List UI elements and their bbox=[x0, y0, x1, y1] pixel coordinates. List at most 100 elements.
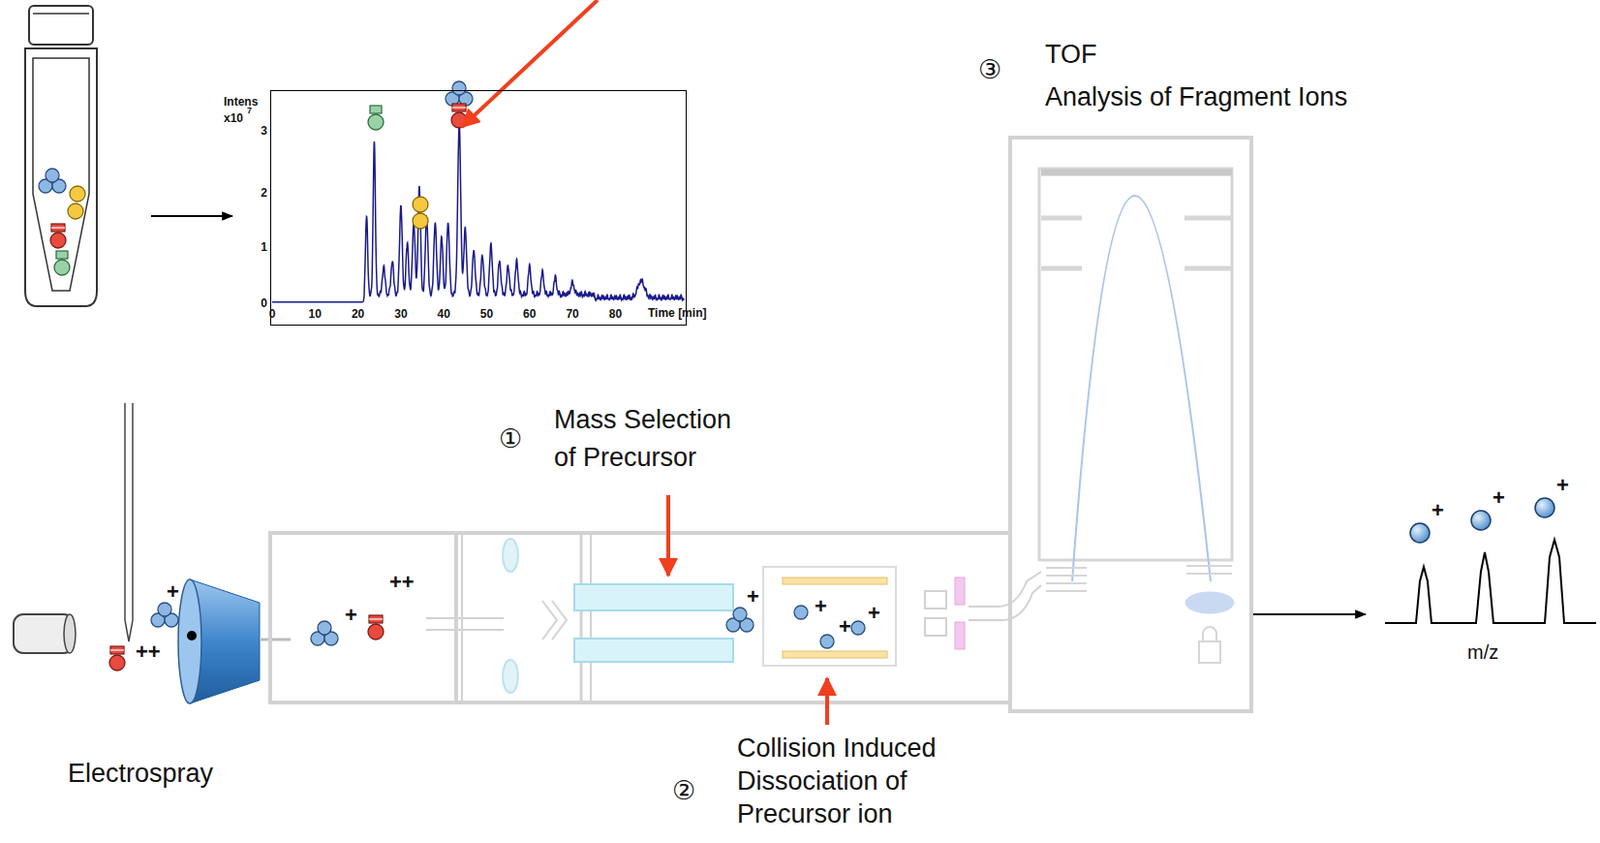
axis-title: Time [min] bbox=[647, 306, 707, 320]
instrument-housing bbox=[782, 650, 888, 658]
chromatogram bbox=[412, 213, 429, 229]
instrument-illustration bbox=[368, 615, 384, 640]
mass-spectrum bbox=[1384, 539, 1597, 623]
tof-interior bbox=[1199, 641, 1221, 663]
callout-arrow bbox=[825, 677, 830, 725]
tick-label: 2 bbox=[253, 185, 268, 200]
part-label: Electrospray bbox=[67, 757, 214, 789]
sample-vial bbox=[32, 58, 90, 291]
section-heading: TOF bbox=[1045, 38, 1098, 70]
chromatogram bbox=[412, 196, 429, 213]
fragment-ion bbox=[794, 605, 808, 619]
callout-number: ③ bbox=[978, 54, 1002, 86]
tick-label: 0 bbox=[257, 307, 287, 321]
axis-scale: x10 bbox=[223, 111, 244, 125]
mass-spectrum bbox=[1410, 523, 1430, 543]
charge-sign: + bbox=[1431, 497, 1445, 524]
callout-number: ② bbox=[672, 774, 696, 806]
charge-sign: + bbox=[1492, 485, 1506, 511]
tof-interior bbox=[1046, 582, 1087, 585]
flow-arrow bbox=[1253, 613, 1366, 616]
instrument-housing bbox=[954, 577, 965, 605]
tof-interior bbox=[1202, 626, 1217, 642]
instrument-housing bbox=[574, 638, 734, 662]
tick-label: 60 bbox=[515, 307, 545, 321]
mass-spectrum: m/z bbox=[1365, 551, 1595, 677]
callout-arrow bbox=[666, 494, 671, 576]
instrument-housing bbox=[574, 584, 734, 611]
sample-vial bbox=[32, 12, 90, 15]
charge-sign: + bbox=[166, 579, 180, 605]
electrospray-source bbox=[178, 579, 202, 704]
tof-interior bbox=[1041, 169, 1232, 177]
mass-spectrum bbox=[1471, 510, 1491, 530]
tick-label: 70 bbox=[557, 307, 587, 321]
tof-interior bbox=[1041, 266, 1082, 272]
tick-label: 10 bbox=[300, 307, 330, 321]
tick-label: 0 bbox=[253, 296, 268, 310]
callout-number: ① bbox=[498, 423, 523, 455]
chromatogram bbox=[368, 105, 384, 130]
tof-interior bbox=[1039, 168, 1232, 560]
instrument-housing bbox=[763, 566, 896, 666]
tof-interior bbox=[1184, 215, 1232, 221]
flow-arrow bbox=[151, 215, 233, 217]
charge-sign: + bbox=[838, 614, 852, 640]
tof-interior bbox=[1184, 266, 1232, 272]
callout-arrow bbox=[461, 0, 598, 127]
charge-sign: + bbox=[1556, 472, 1570, 498]
sample-vial bbox=[50, 223, 66, 248]
electrospray-source bbox=[13, 402, 291, 704]
charge-sign: + bbox=[814, 593, 828, 619]
fragment-ion bbox=[851, 620, 865, 635]
tick-label: 1 bbox=[253, 240, 268, 254]
tof-interior bbox=[1185, 591, 1234, 614]
tof-interior bbox=[1046, 566, 1087, 569]
instrument-housing bbox=[270, 532, 1011, 703]
instrument-housing bbox=[954, 621, 965, 649]
tick-label: 40 bbox=[429, 307, 459, 321]
instrument-housing bbox=[426, 628, 504, 631]
electrospray-source bbox=[109, 646, 125, 671]
tick-label: 3 bbox=[253, 123, 268, 138]
tof-interior bbox=[1039, 168, 1234, 663]
chromatogram-frame: Intensx10Time [min] bbox=[270, 90, 687, 326]
mass-spectrum bbox=[1535, 497, 1555, 518]
sample-vial bbox=[25, 5, 97, 307]
step-label: Collision Induced Dissociation of Precur… bbox=[737, 732, 953, 831]
tof-interior bbox=[1041, 215, 1082, 221]
instrument-illustration bbox=[310, 620, 339, 646]
axis-title: Intens bbox=[223, 94, 258, 109]
instrument-housing bbox=[782, 577, 888, 585]
tof-interior bbox=[1186, 564, 1232, 567]
tof-interior bbox=[1046, 589, 1087, 592]
electrospray-source bbox=[124, 402, 133, 642]
instrument-housing bbox=[426, 616, 504, 619]
charge-sign: + bbox=[344, 602, 358, 628]
instrument-housing bbox=[502, 659, 519, 693]
instrument-housing bbox=[968, 571, 1042, 607]
tick-label: 50 bbox=[472, 307, 502, 321]
charge-sign: + bbox=[867, 600, 881, 626]
chromatogram-trace bbox=[272, 123, 684, 303]
sample-vial bbox=[25, 48, 97, 307]
tick-label: 80 bbox=[600, 307, 630, 321]
tof-interior bbox=[1046, 574, 1087, 577]
instrument-housing bbox=[542, 600, 567, 640]
sample-vial bbox=[54, 250, 70, 276]
charge-sign: + bbox=[746, 584, 760, 610]
instrument-housing bbox=[589, 532, 592, 703]
tick-label: 30 bbox=[386, 307, 416, 321]
instrument-housing bbox=[968, 584, 1042, 620]
instrument-housing bbox=[924, 590, 947, 609]
tof-analyzer: TOFAnalysis of Fragment Ions bbox=[1008, 135, 1254, 713]
sample-vial bbox=[67, 203, 84, 219]
mass-spectrum bbox=[1384, 497, 1597, 623]
instrument-housing bbox=[270, 532, 1042, 703]
tick-label: 20 bbox=[343, 307, 373, 321]
electrospray-source bbox=[186, 630, 197, 641]
electrospray-source bbox=[63, 614, 76, 653]
section-heading: Analysis of Fragment Ions bbox=[1045, 81, 1348, 113]
